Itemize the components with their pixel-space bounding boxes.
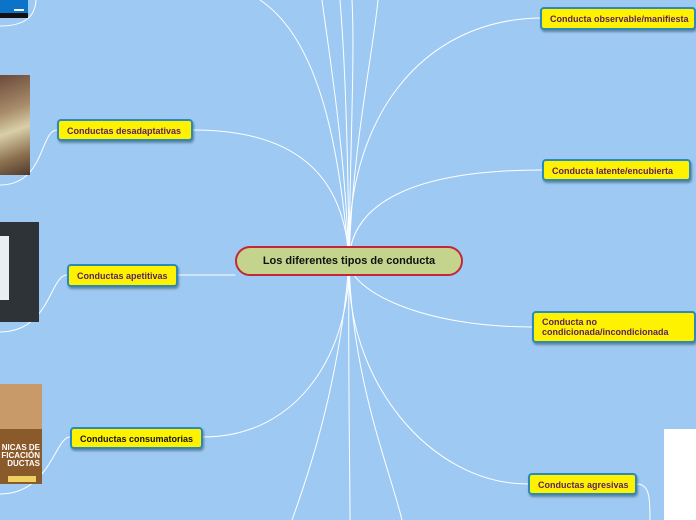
topic-conductas-apetitivas[interactable]: Conductas apetitivas	[67, 264, 178, 287]
connector-desadaptativas	[193, 130, 349, 262]
connector-offscreen-6	[292, 262, 349, 520]
thumbnail-image-top[interactable]	[0, 0, 28, 18]
connector-agresivas	[349, 262, 528, 484]
topic-conductas-consumatorias[interactable]: Conductas consumatorias	[70, 427, 203, 449]
thumbnail-image-apetitivas[interactable]	[0, 222, 39, 322]
thumbnail-image-consumatorias[interactable]: NICAS DE FICACIÓN DUCTAS	[0, 384, 42, 484]
topic-conductas-desadaptativas[interactable]: Conductas desadaptativas	[57, 119, 193, 141]
connector-offscreen-8	[349, 262, 402, 520]
connector-offscreen-7	[349, 262, 350, 520]
connector-offscreen-5	[349, 0, 378, 262]
connector-offscreen-3	[340, 0, 349, 262]
partial-white-panel	[664, 429, 696, 520]
connector-consumatorias	[203, 262, 349, 437]
central-topic[interactable]: Los diferentes tipos de conducta	[235, 246, 463, 276]
thumbnail-image-desadaptativas[interactable]	[0, 75, 30, 175]
book-cover-text: NICAS DE FICACIÓN DUCTAS	[0, 444, 40, 468]
topic-conducta-no-condicionada[interactable]: Conducta no condicionada/incondicionada	[532, 311, 696, 343]
link-agresivas-right	[637, 484, 650, 520]
topic-conducta-latente[interactable]: Conducta latente/encubierta	[542, 159, 691, 181]
connector-observable	[349, 18, 540, 262]
topic-conducta-observable[interactable]: Conducta observable/manifiesta	[540, 7, 696, 30]
connector-offscreen-1	[260, 0, 349, 262]
topic-conductas-agresivas[interactable]: Conductas agresivas	[528, 473, 637, 495]
